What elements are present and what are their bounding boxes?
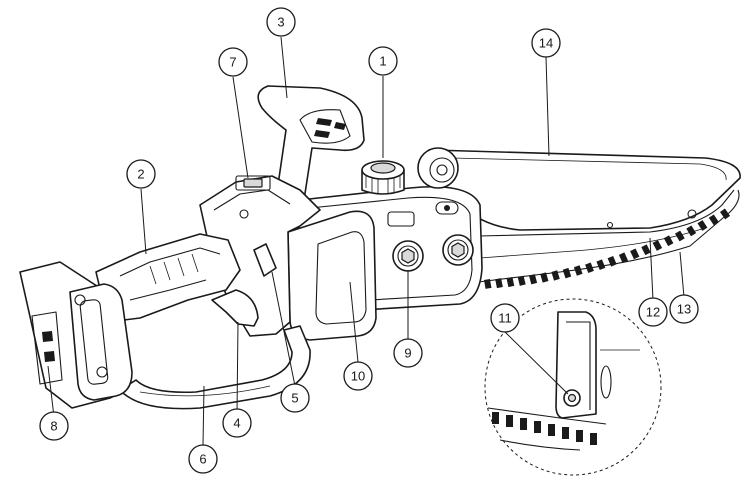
- svg-text:14: 14: [539, 36, 553, 51]
- bar-nose-guard: [417, 147, 459, 189]
- chain-tooth: [708, 214, 719, 226]
- chain-tension-knob[interactable]: [361, 160, 405, 195]
- inset-chain-tooth: [562, 427, 569, 439]
- chain-tooth: [573, 265, 583, 276]
- svg-text:8: 8: [50, 419, 57, 434]
- chain-tooth: [529, 274, 538, 285]
- battery-pack: [19, 261, 133, 409]
- callout-5: 5: [280, 383, 310, 413]
- callout-6: 6: [188, 444, 218, 474]
- chain-tooth: [596, 259, 606, 270]
- side-cover: [287, 210, 377, 341]
- callout-8: 8: [39, 411, 69, 441]
- inset-chain-tooth: [590, 433, 597, 445]
- trigger-switch[interactable]: [211, 289, 259, 327]
- callout-1: 1: [368, 46, 398, 76]
- chain-tooth: [607, 255, 617, 267]
- svg-text:1: 1: [379, 54, 386, 69]
- chain-tooth: [618, 252, 629, 264]
- svg-text:11: 11: [498, 311, 512, 326]
- svg-text:2: 2: [137, 167, 144, 182]
- callout-10: 10: [343, 361, 373, 391]
- svg-text:9: 9: [404, 346, 411, 361]
- chain-tooth: [663, 235, 674, 247]
- chain-tooth: [483, 278, 492, 289]
- svg-text:13: 13: [677, 302, 691, 317]
- callout-7: 7: [218, 47, 248, 77]
- svg-text:6: 6: [199, 452, 206, 467]
- callout-4: 4: [222, 408, 252, 438]
- svg-text:10: 10: [351, 369, 365, 384]
- leader-lines: [47, 36, 685, 446]
- svg-text:7: 7: [229, 55, 236, 70]
- inset-chain-tooth: [520, 418, 527, 430]
- chain-tooth: [540, 272, 549, 283]
- callout-12: 12: [638, 297, 668, 327]
- chain-tooth: [720, 208, 731, 220]
- svg-text:12: 12: [646, 305, 660, 320]
- callout-9: 9: [393, 338, 423, 368]
- chain-tooth: [506, 277, 515, 288]
- chain-tooth: [630, 248, 640, 260]
- callout-11: 11: [490, 303, 520, 333]
- chain-tooth: [495, 278, 503, 289]
- front-handle[interactable]: [257, 85, 365, 201]
- inset-chain-tooth: [548, 424, 555, 436]
- bar-fixing-nuts: [392, 234, 474, 272]
- callout-2: 2: [126, 159, 156, 189]
- chain-tooth: [652, 240, 663, 251]
- chain-tooth: [517, 275, 526, 286]
- chain-tooth: [551, 270, 560, 281]
- inset-chain-tooth: [506, 415, 513, 427]
- inset-chain-tooth: [534, 421, 541, 433]
- chain-tooth: [697, 220, 708, 231]
- inset-chain-tooth: [492, 412, 499, 424]
- chain-tooth: [641, 244, 651, 256]
- callout-13: 13: [669, 294, 699, 324]
- svg-text:3: 3: [277, 15, 284, 30]
- safety-lock-button[interactable]: [253, 243, 277, 277]
- chain-tooth: [675, 230, 685, 242]
- callout-3: 3: [266, 7, 296, 37]
- chain-tooth: [585, 262, 594, 274]
- chain-tooth: [562, 267, 572, 279]
- svg-text:5: 5: [291, 391, 298, 406]
- svg-text:4: 4: [233, 416, 240, 431]
- hand-guard: [119, 325, 311, 410]
- callout-14: 14: [531, 28, 561, 58]
- saw-chain: [477, 189, 740, 289]
- inset-chain-tooth: [576, 430, 583, 442]
- chain-tooth: [686, 225, 697, 237]
